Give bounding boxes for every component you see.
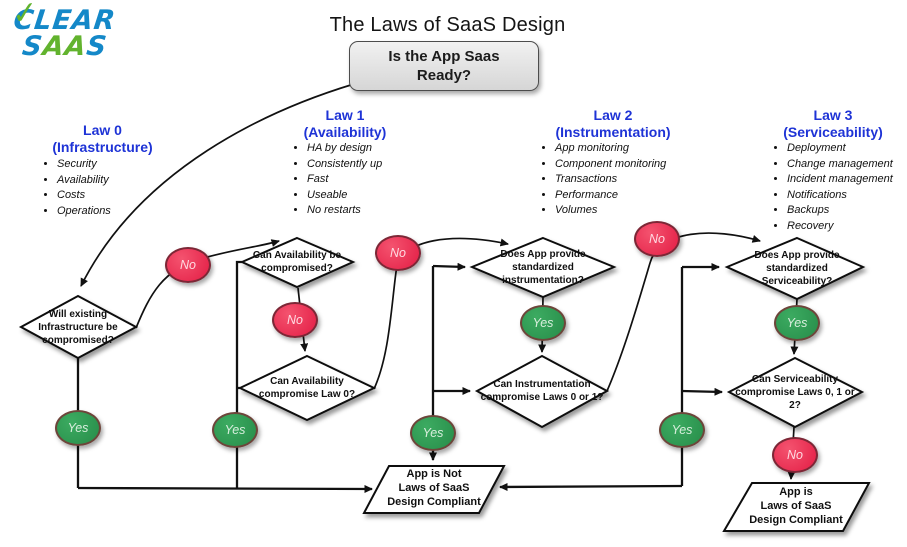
law2-heading: Law 2 (Instrumentation) [522, 107, 704, 140]
parallelogram-not-compliant [362, 465, 506, 514]
result-line: Laws of SaaS [760, 500, 832, 513]
decision-instrumentation-laws-label: Can Instrumentation compromise Laws 0 or… [480, 379, 604, 403]
law1-subtitle: (Availability) [303, 123, 387, 140]
law3-heading: Law 3 (Serviceability) [752, 107, 907, 140]
yes-badge-availability: Yes [212, 412, 258, 448]
bus-serviceability-to-notcompliant [499, 482, 683, 491]
law-bullet: Transactions [555, 172, 666, 188]
law3-subtitle: (Serviceability) [783, 123, 883, 140]
law2-subtitle: (Instrumentation) [555, 123, 671, 140]
law-bullet: App monitoring [555, 141, 666, 157]
law1-bullets: HA by design Consistently up Fast Useabl… [292, 141, 382, 219]
yes-badge-serviceability-laws: Yes [659, 412, 705, 448]
result-line: App is [779, 486, 813, 499]
law-bullet: Costs [57, 188, 111, 204]
law0-subtitle: (Infrastructure) [52, 138, 153, 155]
yes-badge-infrastructure: Yes [55, 410, 101, 446]
law-bullet: Operations [57, 204, 111, 220]
yes-badge-instrumentation-laws: Yes [410, 415, 456, 451]
law-bullet: Availability [57, 173, 111, 189]
diamond-instrumentation-laws [474, 354, 610, 429]
decision-serviceability-provide-label: Does App provide standardized Serviceabi… [754, 249, 840, 287]
law0-bullets: Security Availability Costs Operations [42, 157, 111, 219]
logo-line1: ✓ CLEAR [11, 0, 117, 36]
law-bullet: Notifications [787, 188, 893, 204]
bus-branch-serviceability-bottom [681, 387, 723, 396]
law-bullet: Volumes [555, 203, 666, 219]
connector-no-lawscheck2-to-serviceability [606, 232, 761, 392]
no-badge-infrastructure: No [165, 247, 211, 283]
law1-heading: Law 1 (Availability) [270, 107, 420, 140]
law-bullet: HA by design [307, 141, 382, 157]
law2-bullets: App monitoring Component monitoring Tran… [540, 141, 666, 219]
law0-title: Law 0 [83, 122, 122, 138]
decision-availability-compromised-label: Can Availability be compromised? [252, 250, 342, 274]
result-line: Design Compliant [749, 513, 843, 526]
bus-bottom-to-notcompliant [77, 484, 373, 493]
law-bullet: Useable [307, 188, 382, 204]
yes-badge-serviceability-provide: Yes [774, 305, 820, 341]
page-title: The Laws of SaaS Design [329, 14, 566, 36]
decision-instrumentation-provide-label: Does App provide standardized instrument… [500, 248, 586, 286]
diamond-infrastructure [18, 294, 139, 360]
diamond-instrumentation-provide [469, 236, 617, 299]
law0-heading: Law 0 (Infrastructure) [25, 122, 180, 155]
law-bullet: Security [57, 157, 111, 173]
logo-check-icon: ✓ [11, 0, 40, 34]
law2-title: Law 2 [593, 107, 633, 123]
logo-line2: SAAS [21, 31, 114, 62]
parallelogram-compliant [722, 482, 871, 532]
start-node-is-app-saas-ready: Is the App Saas Ready? [349, 41, 539, 91]
law-bullet: Backups [787, 203, 893, 219]
law3-title: Law 3 [813, 107, 853, 123]
diamond-serviceability-provide [724, 236, 866, 301]
law1-title: Law 1 [325, 107, 365, 123]
law-bullet: Recovery [787, 219, 893, 235]
law3-bullets: Deployment Change management Incident ma… [772, 141, 893, 235]
bus-yes-availability [235, 260, 242, 488]
law-bullet: Consistently up [307, 157, 382, 173]
law-bullet: Change management [787, 157, 893, 173]
connector-start-to-infrastructure [80, 83, 355, 287]
law-bullet: Performance [555, 188, 666, 204]
no-badge-lawscheck3: No [772, 437, 818, 473]
bus-branch-instrumentation-top [432, 262, 466, 271]
no-badge-lawscheck2: No [634, 221, 680, 257]
clearsaas-logo: ✓ CLEAR SAAS [9, 0, 117, 62]
result-compliant-label: App is Laws of SaaS Design Compliant [738, 486, 854, 528]
law-bullet: Deployment [787, 141, 893, 157]
connector-no-law0check-to-instrumentation [373, 237, 509, 390]
decision-infrastructure-label: Will existing Infrastructure be compromi… [38, 308, 118, 346]
result-line: App is Not [406, 468, 462, 481]
law-bullet: Incident management [787, 172, 893, 188]
diamond-availability-law0 [237, 354, 377, 422]
diamond-serviceability-laws [726, 356, 865, 429]
law-bullet: No restarts [307, 203, 382, 219]
law-bullet: Fast [307, 172, 382, 188]
result-line: Laws of SaaS [398, 482, 470, 495]
diamond-availability-compromised [239, 236, 356, 289]
result-not-compliant-label: App is Not Laws of SaaS Design Compliant [376, 468, 492, 510]
no-badge-law0check: No [375, 235, 421, 271]
law-bullet: Component monitoring [555, 157, 666, 173]
decision-availability-law0-label: Can Availability compromise Law 0? [258, 376, 356, 400]
decision-serviceability-laws-label: Can Serviceability compromise Laws 0, 1 … [735, 373, 855, 411]
result-line: Design Compliant [387, 495, 481, 508]
yes-badge-instrumentation-provide: Yes [520, 305, 566, 341]
no-badge-availability: No [272, 302, 318, 338]
